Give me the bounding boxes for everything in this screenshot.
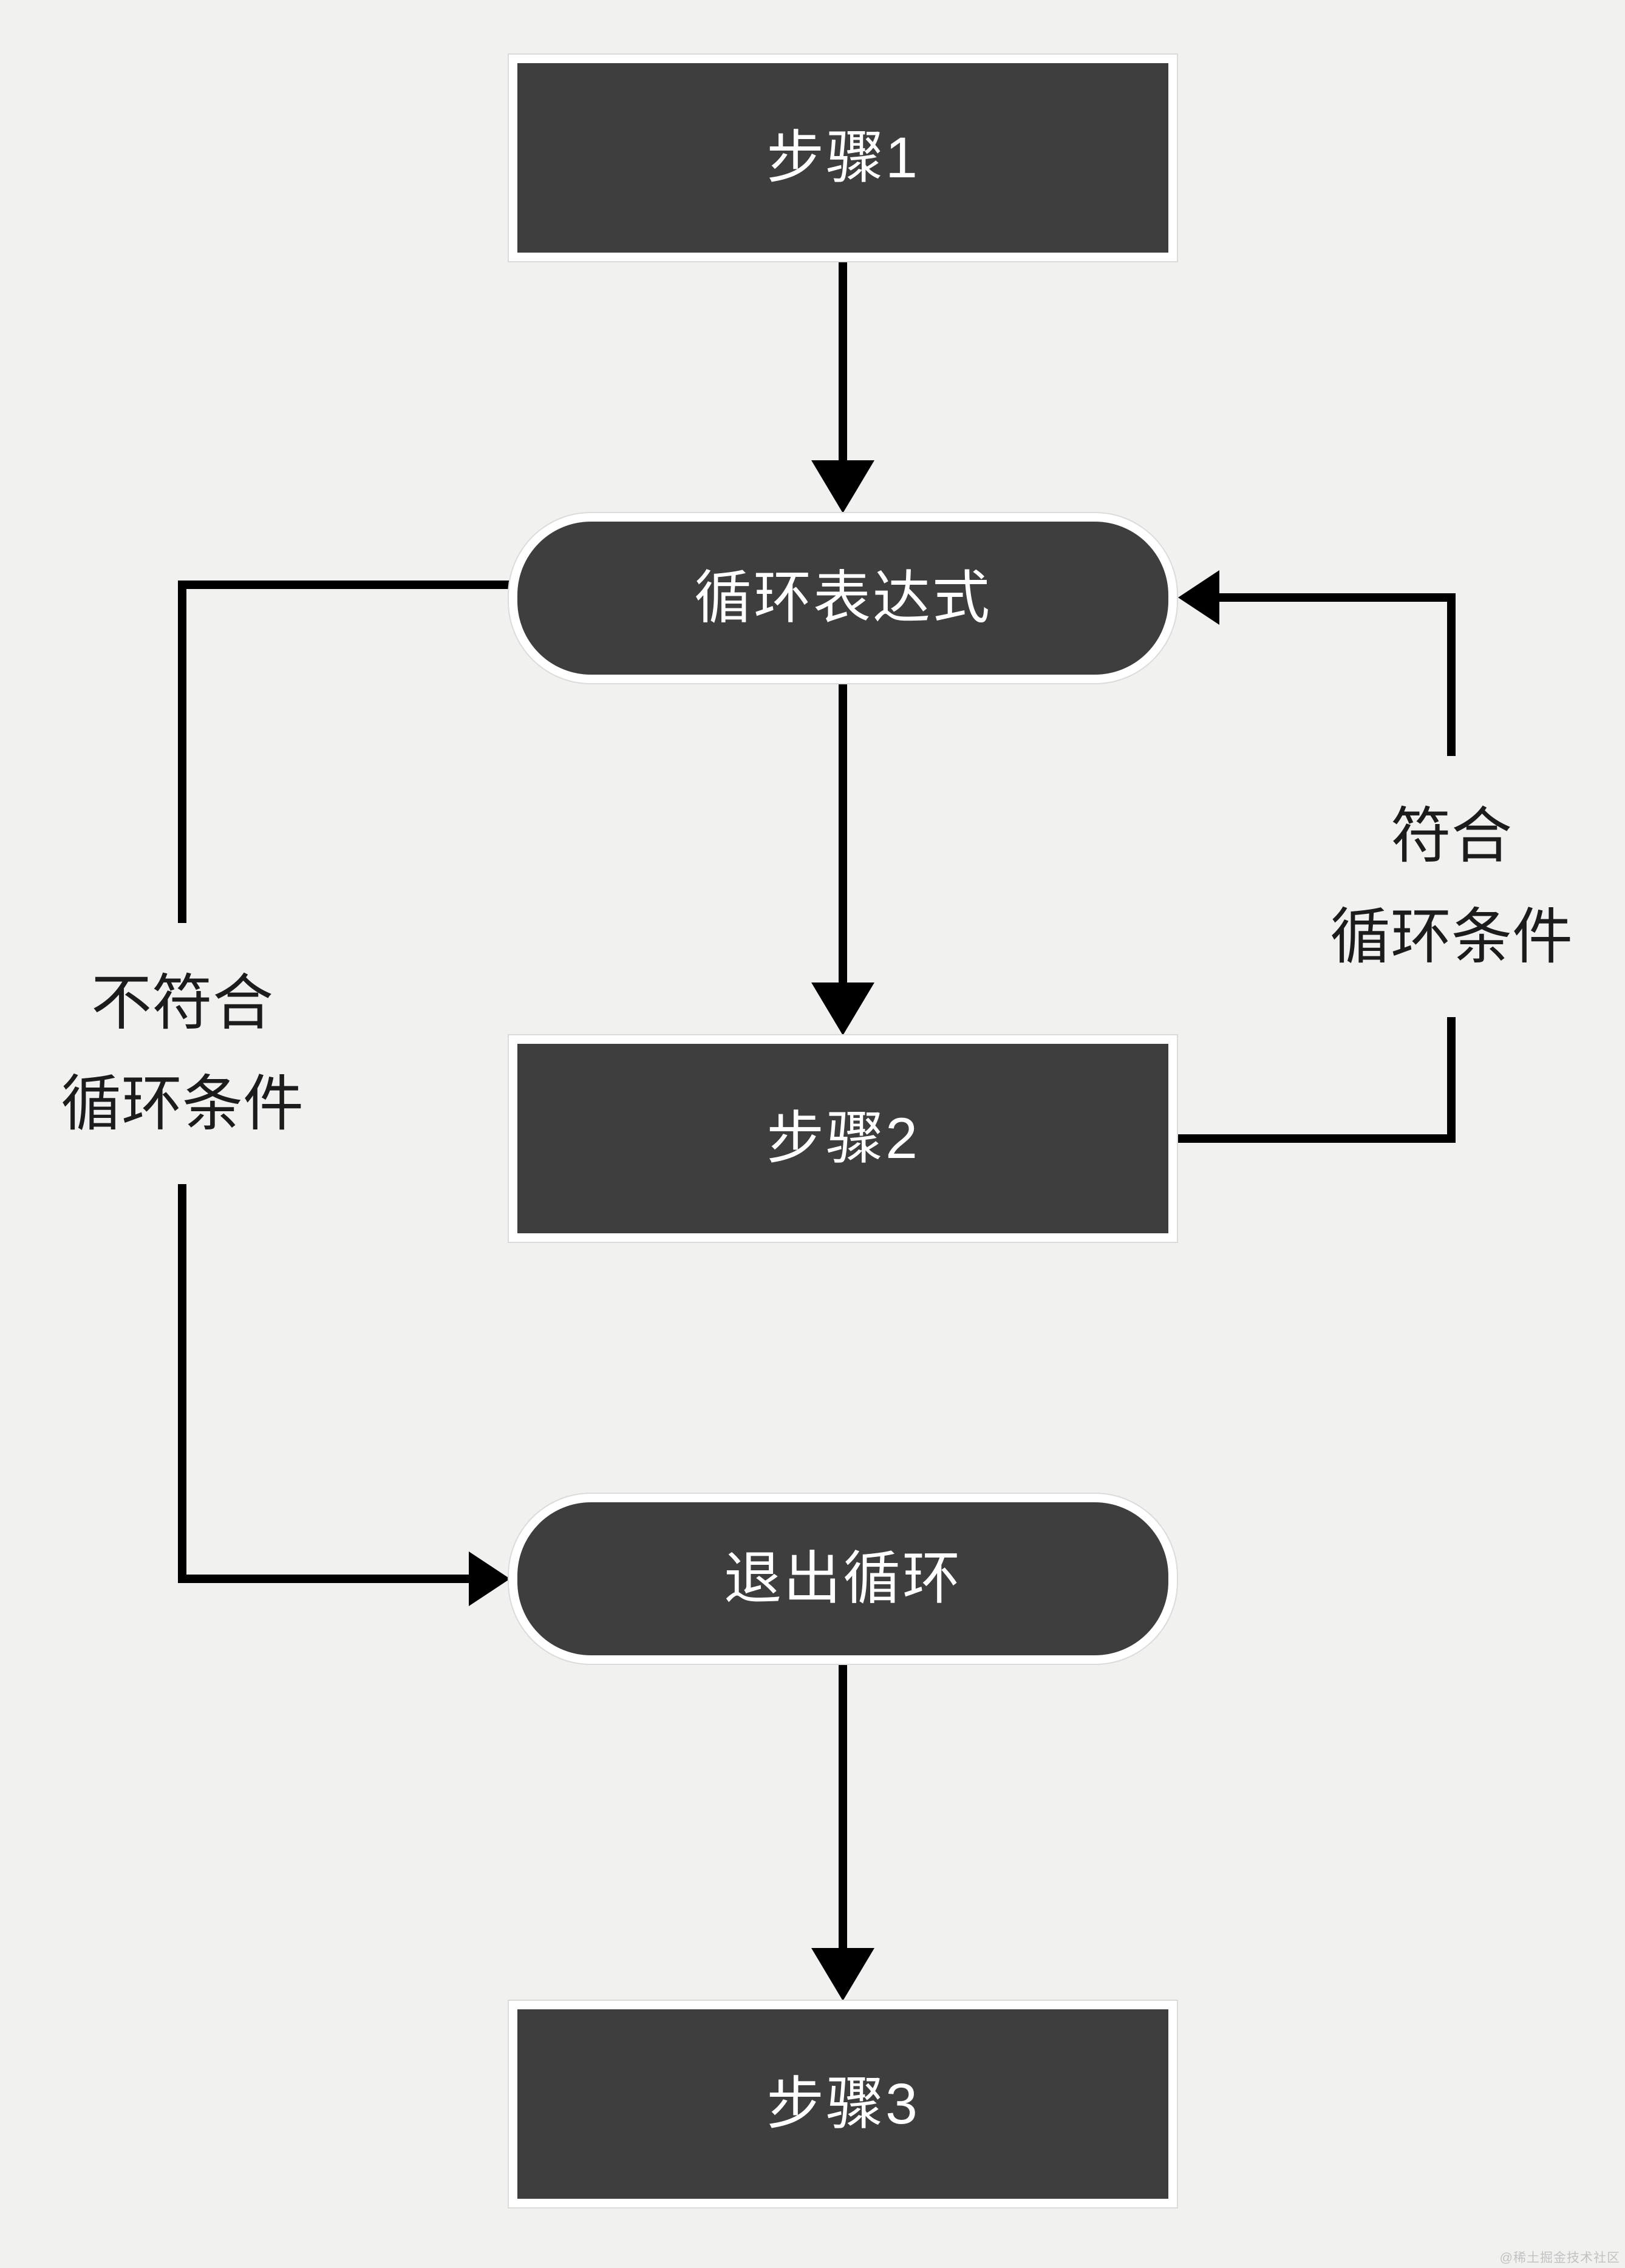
edge-label-fails-loop-condition: 不符合 循环条件	[43, 923, 322, 1184]
arrow-down-icon	[811, 460, 874, 513]
arrow-down-icon	[811, 1948, 874, 2001]
node-step3: 步骤3	[509, 2001, 1177, 2207]
node-step3-label: 步骤3	[766, 2071, 919, 2136]
edge-label-line: 循环条件	[61, 1070, 304, 1138]
edge-loop-expr-to-exit-loop-horizontal-top	[178, 581, 509, 589]
arrow-down-icon	[811, 982, 874, 1035]
edge-step1-to-loop-expr-shaft	[839, 261, 847, 460]
edge-step2-to-loop-expr-horizontal-bottom	[1177, 1134, 1456, 1143]
edge-step2-to-loop-expr-horizontal-top	[1219, 593, 1456, 602]
arrow-right-icon	[469, 1551, 510, 1606]
arrow-left-icon	[1178, 570, 1219, 625]
node-exit-loop: 退出循环	[509, 1494, 1177, 1664]
edge-label-meets-loop-condition: 符合 循环条件	[1312, 756, 1591, 1017]
node-step2-label: 步骤2	[766, 1106, 919, 1171]
edge-label-line: 不符合	[91, 969, 273, 1037]
node-step1: 步骤1	[509, 55, 1177, 261]
edge-exit-loop-to-step3-shaft	[839, 1664, 847, 1948]
edge-loop-expr-to-step2-shaft	[839, 682, 847, 982]
watermark: @稀土掘金技术社区	[1499, 2251, 1620, 2265]
node-loop-expression: 循环表达式	[509, 513, 1177, 683]
node-step2: 步骤2	[509, 1035, 1177, 1242]
edge-loop-expr-to-exit-loop-horizontal-bottom	[178, 1575, 469, 1583]
node-step1-label: 步骤1	[766, 125, 919, 190]
node-loop-expression-label: 循环表达式	[693, 565, 992, 630]
edge-label-line: 循环条件	[1330, 903, 1573, 971]
edge-label-line: 符合	[1391, 802, 1512, 870]
node-exit-loop-label: 退出循环	[723, 1546, 962, 1611]
